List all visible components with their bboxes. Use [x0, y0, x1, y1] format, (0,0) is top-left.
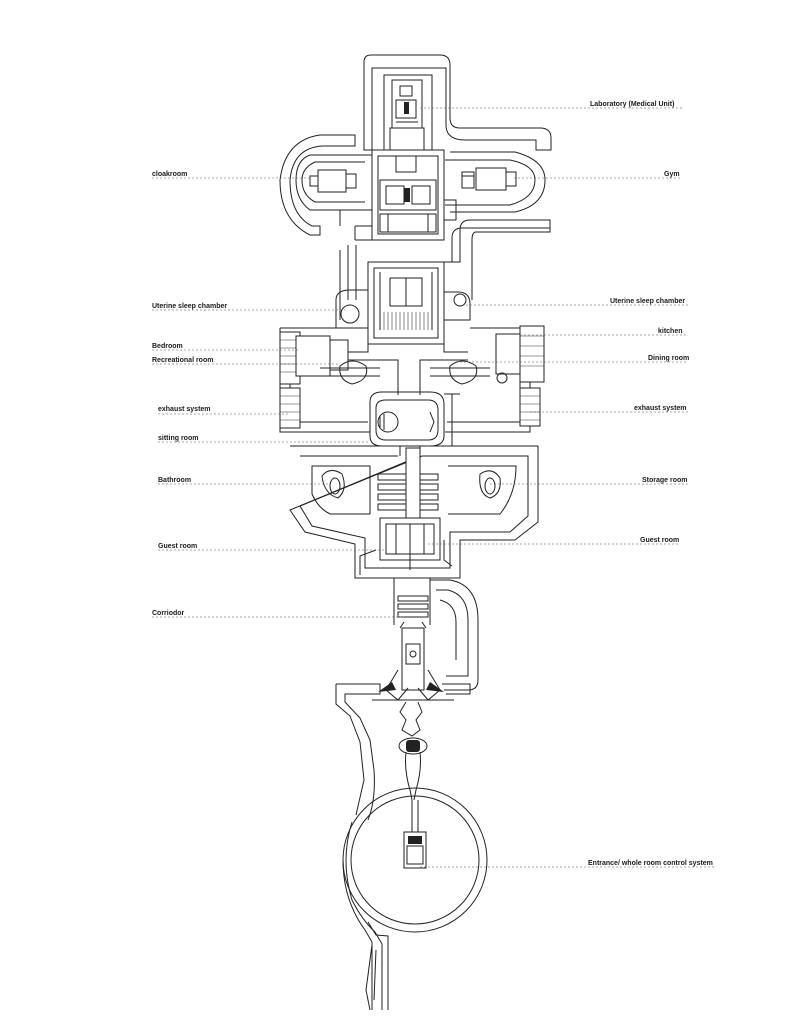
central-core-upper: [354, 149, 457, 241]
label-corridor: Corriodor: [152, 610, 185, 617]
label-dining: Dining room: [648, 355, 689, 362]
lower-wing: [289, 445, 539, 579]
building-plan: [279, 54, 552, 1011]
uterine-chamber-block: [335, 261, 471, 345]
label-uterine-left: Uterine sleep chamber: [152, 303, 227, 310]
label-uterine-right: Uterine sleep chamber: [610, 298, 685, 305]
cloakroom-unit: [279, 134, 372, 236]
corridor-segment: [385, 578, 479, 701]
laboratory-unit: [363, 54, 552, 151]
label-entrance: Entrance/ whole room control system: [588, 860, 713, 867]
label-guest-right: Guest room: [640, 537, 679, 544]
left-arm: [339, 245, 357, 320]
entrance-circle: [342, 787, 488, 933]
label-kitchen: kitchen: [658, 328, 683, 335]
label-recreational: Recreational room: [152, 357, 213, 364]
exit-path: [364, 921, 389, 1011]
label-bedroom: Bedroom: [152, 343, 183, 350]
label-exhaust-left: exhaust system: [158, 406, 211, 413]
label-sitting: sitting room: [158, 435, 198, 442]
entrance-connector: [335, 621, 471, 821]
label-gym: Gym: [664, 171, 680, 178]
middle-wing: [279, 325, 545, 433]
uterine-slats: [383, 312, 429, 330]
label-laboratory: Laboratory (Medical Unit): [590, 101, 674, 108]
right-arm: [444, 219, 551, 300]
gym-unit: [445, 151, 546, 213]
label-exhaust-right: exhaust system: [634, 405, 687, 412]
label-bathroom: Bathroom: [158, 477, 191, 484]
label-storage: Storage room: [642, 477, 688, 484]
labels-layer: Laboratory (Medical Unit) cloakroom Gym …: [152, 101, 716, 868]
label-guest-left: Guest room: [158, 543, 197, 550]
label-cloakroom: cloakroom: [152, 171, 187, 178]
sitting-room-unit: [369, 391, 460, 447]
